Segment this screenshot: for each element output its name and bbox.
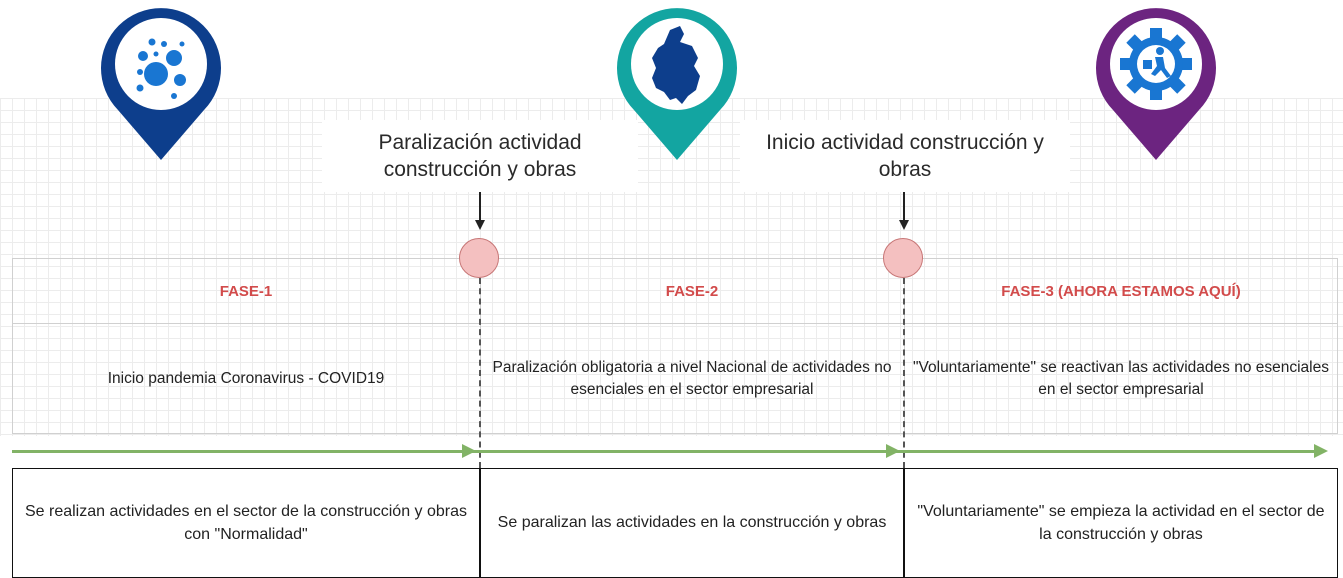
phase-3-title: FASE-3 (AHORA ESTAMOS AQUÍ) — [1001, 282, 1241, 300]
timeline-arrowhead-3 — [1314, 444, 1328, 458]
status-phase-3: "Voluntariamente" se empieza la activida… — [917, 502, 1325, 543]
phase-table — [12, 258, 1338, 434]
phase-2-description: Paralización obligatoria a nivel Naciona… — [492, 358, 892, 398]
status-phase-1: Se realizan actividades en el sector de … — [24, 502, 467, 543]
timeline-line — [12, 450, 1322, 453]
phase-boundary-1 — [479, 278, 481, 468]
callout-arrow-1 — [479, 192, 481, 222]
phase-boundary-2 — [903, 278, 905, 468]
phase-2-title: FASE-2 — [665, 282, 719, 300]
phase-1-description: Inicio pandemia Coronavirus - COVID19 — [107, 369, 385, 387]
callout-arrowhead-1 — [475, 220, 485, 230]
phase-table-divider — [12, 323, 1338, 324]
status-column-divider-1 — [479, 468, 481, 578]
timeline-arrowhead-1 — [462, 444, 476, 458]
status-column-divider-2 — [903, 468, 905, 578]
phase-1-title: FASE-1 — [219, 282, 273, 300]
map-pin — [612, 0, 742, 162]
virus-pin — [96, 0, 226, 162]
callout-arrow-2 — [903, 192, 905, 222]
timeline-arrowhead-2 — [886, 444, 900, 458]
callout-inicio: Inicio actividad construcción y obras — [740, 120, 1070, 192]
colombia-map-icon — [617, 8, 737, 160]
gear-pin — [1091, 0, 1221, 162]
milestone-marker-2 — [883, 238, 923, 278]
milestone-marker-1 — [459, 238, 499, 278]
callout-arrowhead-2 — [899, 220, 909, 230]
gear-worker-icon — [1096, 8, 1216, 160]
callout-paralizacion: Paralización actividad construcción y ob… — [322, 120, 638, 192]
construction-status-table — [12, 468, 1338, 578]
grid-background — [0, 98, 1343, 436]
status-phase-2: Se paralizan las actividades en la const… — [497, 514, 887, 532]
virus-particles-icon — [101, 8, 221, 160]
phase-3-description: "Voluntariamente" se reactivan las activ… — [913, 358, 1329, 398]
